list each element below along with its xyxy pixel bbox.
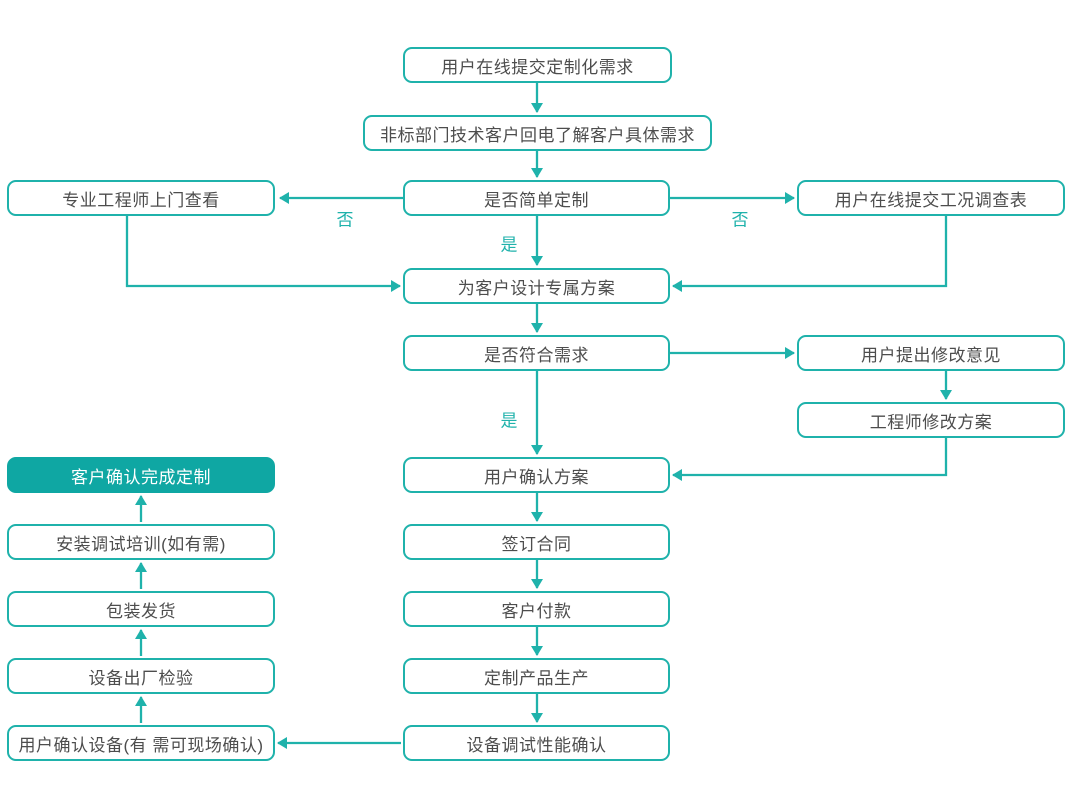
node-device-confirm: 用户确认设备(有 需可现场确认) — [7, 725, 275, 761]
node-shipping: 包装发货 — [7, 591, 275, 627]
node-design-plan: 为客户设计专属方案 — [403, 268, 670, 304]
node-debug-confirm: 设备调试性能确认 — [403, 725, 670, 761]
edge-engineer-to-design — [125, 216, 401, 292]
node-revise-plan: 工程师修改方案 — [797, 402, 1065, 438]
edge-label-yes-decision: 是 — [500, 235, 518, 255]
node-confirm-plan: 用户确认方案 — [403, 457, 670, 493]
node-payment: 客户付款 — [403, 591, 670, 627]
edge-label-yes-meets: 是 — [500, 411, 518, 431]
node-simple-decision: 是否简单定制 — [403, 180, 670, 216]
node-sign-contract: 签订合同 — [403, 524, 670, 560]
node-survey-form: 用户在线提交工况调查表 — [797, 180, 1065, 216]
edge-label-no-right: 否 — [731, 210, 749, 230]
edge-label-no-left: 否 — [336, 210, 354, 230]
edge-survey-to-design — [672, 216, 948, 292]
node-feedback: 用户提出修改意见 — [797, 335, 1065, 371]
node-callback: 非标部门技术客户回电了解客户具体需求 — [363, 115, 712, 151]
node-meets-decision: 是否符合需求 — [403, 335, 670, 371]
node-complete: 客户确认完成定制 — [7, 457, 275, 493]
edge-revise-to-confirm — [672, 438, 948, 481]
node-submit-requirement: 用户在线提交定制化需求 — [403, 47, 672, 83]
node-engineer-visit: 专业工程师上门查看 — [7, 180, 275, 216]
node-production: 定制产品生产 — [403, 658, 670, 694]
node-training: 安装调试培训(如有需) — [7, 524, 275, 560]
node-factory-inspection: 设备出厂检验 — [7, 658, 275, 694]
